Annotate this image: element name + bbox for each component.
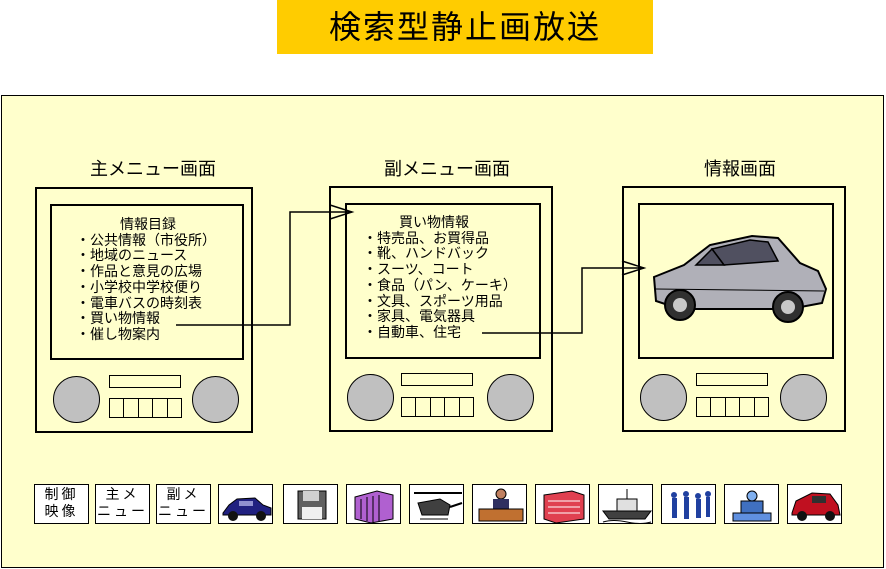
tv-sub-menu: 買い物情報 ・特売品、お買得品 ・靴、ハンドバック ・スーツ、コート ・食品（パ… [329,186,553,432]
main-menu-item[interactable]: ・小学校中学校便り [76,279,202,296]
sub-menu-item[interactable]: ・家具、電気器具 [363,309,475,326]
sub-menu-item[interactable]: ・靴、ハンドバック [363,246,489,263]
sub-menu-item[interactable]: ・食品（パン、ケーキ） [363,277,517,294]
control-video-button[interactable]: 制御映像 [34,484,89,524]
sub-menu-item[interactable]: ・スーツ、コート [363,262,474,279]
tv-info [622,186,846,432]
right-knob [192,376,239,423]
main-menu-heading: 情報目録 [120,217,176,233]
sub-menu-heading: 買い物情報 [399,215,469,231]
apartment-icon[interactable] [535,484,590,524]
sub-menu-item[interactable]: ・文具、スポーツ用品 [363,293,503,310]
display-slot [109,375,181,388]
ship-icon[interactable] [598,484,653,524]
buildings-icon[interactable] [346,484,401,524]
sub-menu-list: 買い物情報 ・特売品、お買得品 ・靴、ハンドバック ・スーツ、コート ・食品（パ… [363,215,517,342]
screen-main-menu: 情報目録 ・公共情報（市役所） ・地域のニュース ・作品と意見の広場 ・小学校中… [50,204,244,360]
caption-info: 情報画面 [704,159,776,180]
helicopter-icon[interactable] [409,484,464,524]
red-car-icon[interactable] [787,484,842,524]
floppy-disk-icon[interactable] [283,484,338,524]
tv-main-menu: 情報目録 ・公共情報（市役所） ・地域のニュース ・作品と意見の広場 ・小学校中… [35,187,253,433]
monument-icon[interactable] [724,484,779,524]
display-slot [401,373,473,386]
screen-info [638,203,834,359]
left-knob [347,374,394,421]
caption-main-menu: 主メニュー画面 [90,159,216,180]
main-menu-list: 情報目録 ・公共情報（市役所） ・地域のニュース ・作品と意見の広場 ・小学校中… [76,217,216,344]
main-menu-button[interactable]: 主メニュー [95,484,150,524]
main-menu-item[interactable]: ・電車バスの時刻表 [76,295,202,312]
car-icon[interactable] [218,484,273,524]
main-menu-item[interactable]: ・公共情報（市役所） [76,232,216,249]
caption-sub-menu: 副メニュー画面 [384,159,510,180]
left-knob [53,376,100,423]
sub-menu-item[interactable]: ・自動車、住宅 [363,324,461,341]
main-menu-item[interactable]: ・催し物案内 [76,326,160,343]
main-menu-item[interactable]: ・買い物情報 [76,311,160,328]
sub-menu-button[interactable]: 副メニュー [156,484,211,524]
keypad [696,397,769,417]
keypad [401,397,474,417]
left-knob [640,374,687,421]
arrow-sub-to-info [482,267,644,334]
main-menu-item[interactable]: ・作品と意見の広場 [76,264,202,281]
main-menu-item[interactable]: ・地域のニュース [76,248,188,265]
car-image [652,234,828,323]
display-slot [696,373,768,386]
right-knob [780,374,827,421]
people-icon[interactable] [661,484,716,524]
keypad [109,398,182,418]
screen-sub-menu: 買い物情報 ・特売品、お買得品 ・靴、ハンドバック ・スーツ、コート ・食品（パ… [345,203,541,359]
sub-menu-item[interactable]: ・特売品、お買得品 [363,230,489,247]
arrow-main-to-sub [176,211,352,326]
page-title: 検索型静止画放送 [277,0,653,54]
right-knob [487,374,534,421]
news-anchor-icon[interactable] [472,484,527,524]
